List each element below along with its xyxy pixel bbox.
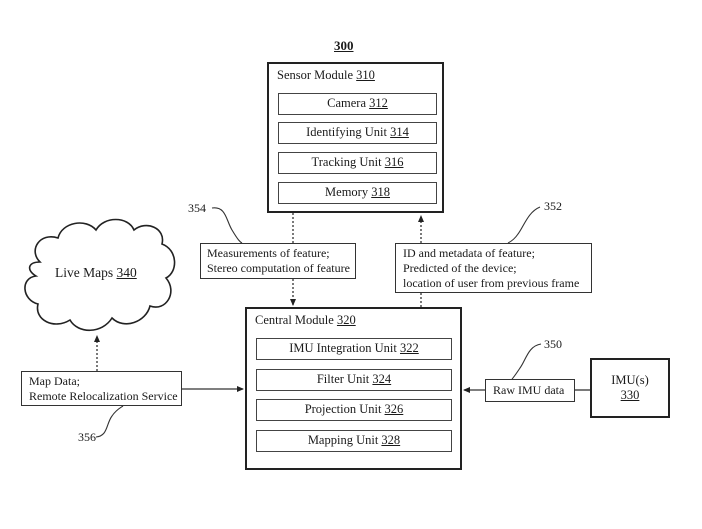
tracking-unit: Tracking Unit 316: [278, 152, 437, 174]
imu-label: IMU(s): [611, 373, 649, 387]
mapping-unit-ref: 328: [381, 433, 401, 447]
filter-unit-ref: 324: [372, 372, 392, 386]
id-metadata-line-3: location of user from previous frame: [403, 276, 580, 290]
sensor-module-title: Sensor Module 310: [277, 68, 375, 83]
sensor-module: Sensor Module 310 Camera 312 Identifying…: [267, 62, 444, 213]
map-data-box: Map Data; Remote Relocalization Service: [21, 371, 182, 406]
ref-356: 356: [78, 430, 96, 444]
central-module: Central Module 320 IMU Integration Unit …: [245, 307, 462, 470]
central-module-label: Central Module: [255, 313, 334, 327]
live-maps-text: Live Maps: [55, 265, 114, 280]
raw-imu-data-label: Raw IMU data: [493, 383, 565, 397]
imu-integration-unit-label: IMU Integration Unit: [289, 341, 397, 355]
camera-unit: Camera 312: [278, 93, 437, 115]
measurements-line-1: Measurements of feature;: [207, 246, 330, 260]
projection-unit: Projection Unit 326: [256, 399, 452, 421]
id-metadata-line-2: Predicted of the device;: [403, 261, 517, 275]
identifying-unit: Identifying Unit 314: [278, 122, 437, 144]
live-maps-label: Live Maps 340: [55, 265, 137, 281]
tracking-unit-label: Tracking Unit: [311, 155, 382, 169]
leader-350: [511, 343, 542, 380]
mapping-unit: Mapping Unit 328: [256, 430, 452, 452]
map-data-line-2: Remote Relocalization Service: [29, 389, 178, 403]
map-data-line-1: Map Data;: [29, 374, 80, 388]
ref-350: 350: [544, 337, 562, 351]
imu-integration-unit-ref: 322: [400, 341, 419, 355]
sensor-module-label: Sensor Module: [277, 68, 354, 82]
imu-integration-unit: IMU Integration Unit 322: [256, 338, 452, 360]
live-maps-cloud: [24, 218, 176, 332]
memory-unit-label: Memory: [325, 185, 369, 199]
ref-352: 352: [544, 199, 562, 213]
projection-unit-ref: 326: [384, 402, 404, 416]
filter-unit: Filter Unit 324: [256, 369, 452, 391]
id-metadata-box: ID and metadata of feature; Predicted of…: [395, 243, 592, 293]
central-module-title: Central Module 320: [255, 313, 356, 328]
camera-unit-label: Camera: [327, 96, 366, 110]
ref-354: 354: [188, 201, 206, 215]
figure-number: 300: [334, 38, 354, 53]
measurements-box: Measurements of feature; Stereo computat…: [200, 243, 356, 279]
leader-354: [211, 207, 243, 244]
projection-unit-label: Projection Unit: [304, 402, 382, 416]
tracking-unit-ref: 316: [384, 155, 404, 169]
live-maps-ref: 340: [116, 265, 137, 280]
central-module-ref: 320: [336, 313, 356, 327]
measurements-line-2: Stereo computation of feature: [207, 261, 350, 275]
memory-unit: Memory 318: [278, 182, 437, 204]
identifying-unit-ref: 314: [390, 125, 409, 139]
raw-imu-data-box: Raw IMU data: [485, 379, 575, 402]
mapping-unit-label: Mapping Unit: [307, 433, 379, 447]
leader-352: [507, 206, 541, 244]
camera-unit-ref: 312: [369, 96, 388, 110]
sensor-module-ref: 310: [356, 68, 375, 82]
leader-356: [95, 405, 124, 438]
id-metadata-line-1: ID and metadata of feature;: [403, 246, 535, 260]
imu-ref: 330: [620, 388, 640, 402]
identifying-unit-label: Identifying Unit: [306, 125, 387, 139]
imu-box: IMU(s) 330: [590, 358, 670, 418]
memory-unit-ref: 318: [371, 185, 390, 199]
filter-unit-label: Filter Unit: [316, 372, 370, 386]
